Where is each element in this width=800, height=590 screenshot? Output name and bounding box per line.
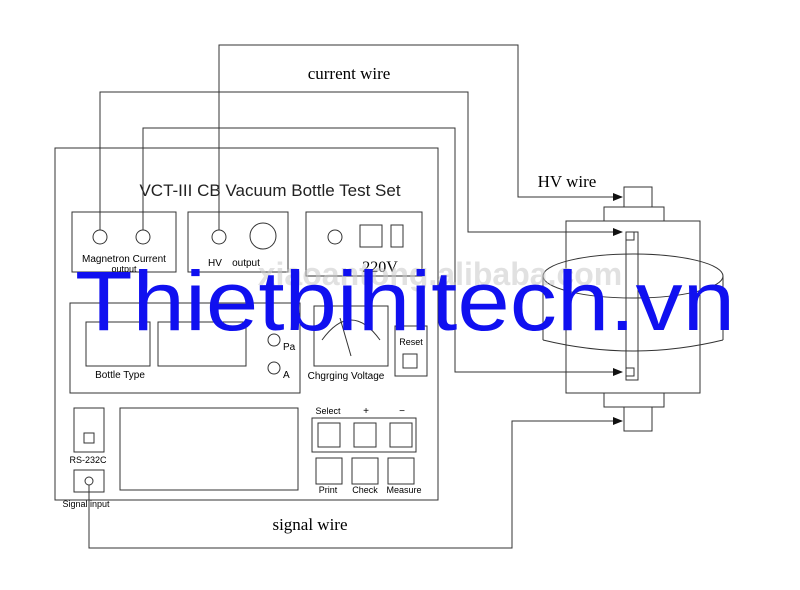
rs232-box bbox=[73, 407, 105, 453]
a-label: A bbox=[283, 370, 290, 381]
plus-key[interactable] bbox=[353, 422, 377, 448]
check-key[interactable] bbox=[351, 457, 379, 485]
bottle-type-display-2 bbox=[157, 321, 247, 367]
reset-label: Reset bbox=[399, 337, 423, 347]
measure-key-label: Measure bbox=[386, 485, 421, 495]
hv-label: HV bbox=[208, 258, 222, 269]
power-box bbox=[305, 211, 423, 277]
print-key-label: Print bbox=[319, 485, 338, 495]
charging-voltage-label: Chgrging Voltage bbox=[308, 371, 385, 382]
power-switch[interactable] bbox=[359, 224, 383, 248]
meter-needle bbox=[339, 317, 352, 357]
minus-key-label: − bbox=[399, 406, 405, 417]
reset-box bbox=[394, 325, 428, 377]
bottle-type-display-1 bbox=[85, 321, 151, 367]
magnetron-sub-label: output bbox=[111, 264, 137, 274]
bottle-bottom-terminal bbox=[623, 406, 653, 432]
hv-wire-label: HV wire bbox=[538, 172, 597, 191]
signal-wire-label: signal wire bbox=[272, 515, 347, 534]
plus-key-label: + bbox=[363, 406, 369, 417]
meter-scale-arc bbox=[321, 319, 381, 341]
site-watermark: Thietbihitech.vn bbox=[75, 254, 735, 348]
magnetron-terminal-2[interactable] bbox=[135, 229, 151, 245]
panel-title: VCT-III CB Vacuum Bottle Test Set bbox=[139, 181, 400, 200]
bottle-type-label: Bottle Type bbox=[95, 370, 145, 381]
fuse-holder bbox=[390, 224, 404, 248]
bottle-top-flange bbox=[603, 206, 665, 222]
main-display bbox=[119, 407, 299, 491]
reset-button[interactable] bbox=[402, 353, 418, 369]
check-key-label: Check bbox=[352, 485, 378, 495]
minus-key[interactable] bbox=[389, 422, 413, 448]
print-key[interactable] bbox=[315, 457, 343, 485]
current-wire-inner bbox=[142, 127, 623, 376]
hv-terminal-small[interactable] bbox=[211, 229, 227, 245]
rs232-label: RS-232C bbox=[69, 455, 107, 465]
signal-input-terminal[interactable] bbox=[84, 476, 94, 486]
ghost-watermark: xiaoantong.alibaba.com bbox=[258, 256, 623, 292]
bottle-top-terminal bbox=[623, 186, 653, 208]
voltage-label: 220V bbox=[362, 259, 398, 276]
a-indicator bbox=[267, 361, 281, 375]
wires bbox=[88, 44, 623, 549]
select-key[interactable] bbox=[317, 422, 341, 448]
bottle-lower-contact bbox=[625, 367, 635, 377]
bottle-type-section bbox=[69, 302, 301, 394]
bottle-bottom-flange bbox=[603, 392, 665, 408]
signal-wire bbox=[88, 417, 623, 549]
bottle-upper-contact bbox=[625, 231, 635, 241]
current-wire-outer bbox=[99, 91, 623, 236]
pa-indicator bbox=[267, 333, 281, 347]
power-indicator bbox=[327, 229, 343, 245]
current-wire-label: current wire bbox=[308, 64, 391, 83]
instrument-panel bbox=[54, 147, 439, 501]
measure-key[interactable] bbox=[387, 457, 415, 485]
upper-key-group bbox=[311, 417, 417, 453]
magnetron-label: Magnetron Current bbox=[82, 254, 166, 265]
select-key-label: Select bbox=[315, 406, 341, 416]
hv-output-box bbox=[187, 211, 289, 273]
vacuum-bottle bbox=[542, 186, 724, 432]
hv-wire bbox=[218, 44, 623, 230]
magnetron-output-box bbox=[71, 211, 177, 273]
hv-terminal-large[interactable] bbox=[249, 222, 277, 250]
charging-voltage-meter bbox=[313, 305, 389, 367]
pa-label: Pa bbox=[283, 342, 296, 353]
hv-sub-label: output bbox=[232, 258, 260, 269]
signal-input-label: Signal input bbox=[62, 499, 110, 509]
bottle-shield-bottom bbox=[542, 339, 724, 352]
magnetron-terminal-1[interactable] bbox=[92, 229, 108, 245]
rs232-port[interactable] bbox=[83, 432, 95, 444]
